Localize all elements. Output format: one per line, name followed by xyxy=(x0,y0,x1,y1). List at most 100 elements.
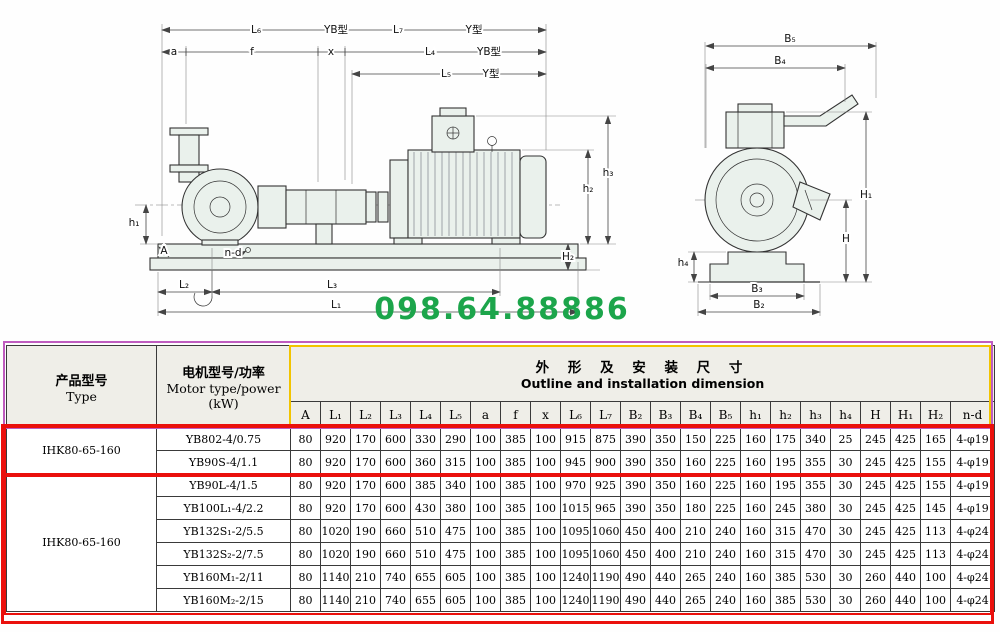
watermark-text: 098.64.88886 xyxy=(374,292,630,327)
dim-label-a: a xyxy=(171,46,177,58)
value-cell: 440 xyxy=(650,588,681,612)
value-cell: 240 xyxy=(710,519,741,543)
motor-cell: YB100L₁-4/2.2 xyxy=(156,496,291,520)
value-cell: 350 xyxy=(650,473,681,497)
dim-label-f: f xyxy=(250,46,254,58)
value-cell: 920 xyxy=(320,473,351,497)
value-cell: 195 xyxy=(770,473,801,497)
value-cell: 490 xyxy=(620,565,651,589)
value-cell: 925 xyxy=(590,473,621,497)
value-cell: 170 xyxy=(350,473,381,497)
column-header-15: B₅ xyxy=(710,401,741,428)
value-cell: 425 xyxy=(890,542,921,566)
value-cell: 113 xyxy=(920,542,951,566)
dim-label-A: A xyxy=(160,245,168,257)
column-header-4: L₃ xyxy=(380,401,411,428)
dimension-table: 产品型号 Type 电机型号/功率 Motor type/power (kW) … xyxy=(6,345,996,612)
value-cell: 4-φ19 xyxy=(949,427,996,451)
value-cell: 350 xyxy=(650,496,681,520)
dim-label-H2: H₂ xyxy=(562,251,574,263)
value-cell: 470 xyxy=(800,519,831,543)
value-cell: 30 xyxy=(830,473,861,497)
value-cell: 245 xyxy=(860,427,891,451)
dim-label-H1: H₁ xyxy=(860,189,872,201)
motor-cell: YB90L-4/1.5 xyxy=(156,473,291,497)
value-cell: 260 xyxy=(860,588,891,612)
value-cell: 80 xyxy=(290,427,321,451)
value-cell: 80 xyxy=(290,565,321,589)
dimension-header: 外 形 及 安 装 尺 寸 Outline and installation d… xyxy=(289,345,996,402)
value-cell: 155 xyxy=(920,450,951,474)
value-cell: 1140 xyxy=(320,588,351,612)
value-cell: 475 xyxy=(440,519,471,543)
value-cell: 425 xyxy=(890,427,921,451)
value-cell: 1190 xyxy=(590,565,621,589)
column-header-23: n-d xyxy=(949,401,996,428)
value-cell: 385 xyxy=(770,588,801,612)
value-cell: 175 xyxy=(770,427,801,451)
value-cell: 385 xyxy=(500,473,531,497)
value-cell: 425 xyxy=(890,496,921,520)
dim-label-b5: B₅ xyxy=(784,33,795,45)
value-cell: 660 xyxy=(380,542,411,566)
dim-label-l3: L₃ xyxy=(327,279,337,291)
value-cell: 385 xyxy=(500,427,531,451)
value-cell: 440 xyxy=(890,565,921,589)
value-cell: 400 xyxy=(650,542,681,566)
value-cell: 80 xyxy=(290,542,321,566)
value-cell: 245 xyxy=(860,519,891,543)
value-cell: 180 xyxy=(680,496,711,520)
value-cell: 225 xyxy=(710,496,741,520)
motor-header-cn: 电机型号/功率 xyxy=(182,366,265,381)
column-header-11: L₇ xyxy=(590,401,621,428)
value-cell: 1020 xyxy=(320,542,351,566)
value-cell: 385 xyxy=(500,542,531,566)
value-cell: 510 xyxy=(410,519,441,543)
value-cell: 425 xyxy=(890,450,921,474)
value-cell: 740 xyxy=(380,588,411,612)
value-cell: 660 xyxy=(380,519,411,543)
dim-label-y-type-top: Y型 xyxy=(465,23,483,36)
column-header-20: H xyxy=(860,401,891,428)
value-cell: 190 xyxy=(350,542,381,566)
value-cell: 915 xyxy=(560,427,591,451)
motor-body xyxy=(407,149,521,239)
value-cell: 340 xyxy=(440,473,471,497)
value-cell: 4-φ19 xyxy=(949,496,996,520)
value-cell: 875 xyxy=(590,427,621,451)
value-cell: 100 xyxy=(470,450,501,474)
value-cell: 385 xyxy=(410,473,441,497)
value-cell: 160 xyxy=(740,565,771,589)
value-cell: 245 xyxy=(860,496,891,520)
column-header-19: h₄ xyxy=(830,401,861,428)
value-cell: 385 xyxy=(500,519,531,543)
value-cell: 600 xyxy=(380,473,411,497)
dimension-header-en: Outline and installation dimension xyxy=(520,376,765,391)
dim-label-b4: B₄ xyxy=(774,55,785,67)
value-cell: 510 xyxy=(410,542,441,566)
value-cell: 80 xyxy=(290,588,321,612)
value-cell: 160 xyxy=(740,542,771,566)
value-cell: 390 xyxy=(620,450,651,474)
value-cell: 380 xyxy=(800,496,831,520)
dim-label-l6: L₆ xyxy=(251,24,261,36)
eyebolt xyxy=(487,136,497,146)
value-cell: 1020 xyxy=(320,519,351,543)
column-header-17: h₂ xyxy=(770,401,801,428)
dim-label-x: x xyxy=(328,46,334,58)
value-cell: 600 xyxy=(380,496,411,520)
value-cell: 100 xyxy=(530,588,561,612)
value-cell: 100 xyxy=(470,496,501,520)
value-cell: 340 xyxy=(800,427,831,451)
value-cell: 245 xyxy=(860,450,891,474)
type-cell: IHK80-65-160 xyxy=(6,427,157,474)
value-cell: 385 xyxy=(500,450,531,474)
value-cell: 225 xyxy=(710,427,741,451)
value-cell: 350 xyxy=(650,427,681,451)
value-cell: 4-φ19 xyxy=(949,450,996,474)
value-cell: 605 xyxy=(440,588,471,612)
